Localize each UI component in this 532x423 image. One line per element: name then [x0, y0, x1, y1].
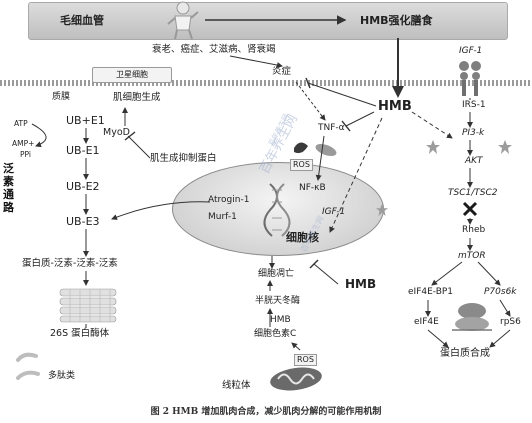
ub-e3-label: UB-E3 — [66, 215, 100, 228]
ub-e1-top-label: UB+E1 — [66, 114, 105, 127]
apoptosis-label: 细胞凋亡 — [258, 269, 295, 279]
amp-label: AMP+ — [12, 139, 35, 148]
hmb-small-label: HMB — [270, 315, 291, 325]
inflammation-label: 炎症 — [272, 66, 292, 77]
tnf-receptor-icon — [294, 142, 337, 157]
capillary-label: 毛细血管 — [60, 14, 104, 27]
tsc-label: TSC1/TSC2 — [448, 188, 498, 198]
disease-list: 衰老、癌症、艾滋病、肾衰竭 — [152, 44, 276, 55]
protein-synthesis-label: 蛋白质合成 — [440, 348, 490, 359]
plasma-membrane — [0, 80, 532, 86]
ros-top-label: ROS — [290, 159, 313, 171]
irs-1-label: IRS-1 — [462, 100, 486, 110]
figure-caption: 图 2 HMB 增加肌肉合成，减少肌肉分解的可能作用机制 — [150, 407, 382, 417]
myogenesis-label: 肌细胞生成 — [113, 92, 161, 103]
rheb-label: Rheb — [462, 225, 486, 235]
atrogin-label: Atrogin-1 — [208, 195, 250, 205]
igf-receptor-icon — [459, 61, 481, 96]
mitochondria-icon — [270, 367, 322, 391]
ros-bottom-label: ROS — [294, 354, 317, 366]
ub-e1-label: UB-E1 — [66, 144, 100, 157]
ribosome-icon — [452, 303, 492, 331]
peptide-fragments-icon — [16, 352, 40, 380]
atp-label: ATP — [14, 119, 28, 128]
igf-1-nucleus-label: IGF-1 — [322, 207, 346, 217]
myostatin-label: 肌生成抑制蛋白 — [150, 153, 217, 164]
eif4e-label: eIF4E — [414, 317, 439, 327]
mitochondria-label: 线粒体 — [222, 380, 251, 391]
igf-1-label: IGF-1 — [459, 46, 483, 56]
ppi-label: PPi — [20, 150, 31, 159]
phosphate-star-icon-1 — [426, 140, 440, 154]
hmb-diet-label: HMB强化膳食 — [360, 14, 433, 27]
capillary-banner — [28, 2, 508, 40]
satellite-cell-tag: 卫星细胞 — [92, 67, 172, 83]
cytochrome-c-label: 细胞色素C — [254, 329, 297, 339]
protein-ub-conjugate-label: 蛋白质-泛素-泛素-泛素 — [22, 258, 118, 269]
membrane-label: 质膜 — [52, 92, 71, 102]
proteasome-icon — [59, 288, 117, 323]
hmb-label: HMB — [378, 99, 412, 114]
p70s6k-label: P70s6k — [484, 287, 517, 297]
akt-label: AKT — [465, 156, 483, 166]
peptides-label: 多肽类 — [48, 371, 76, 381]
ubiquitin-side-label: 泛素通路 — [3, 162, 14, 214]
nucleus-label: 细胞核 — [286, 231, 319, 244]
eif4ebp1-label: eIF4E-BP1 — [408, 287, 454, 297]
tnf-alpha-label: TNF-α — [318, 123, 345, 133]
nf-kb-label: NF-κB — [299, 183, 326, 193]
person-icon — [167, 1, 199, 40]
ub-e2-label: UB-E2 — [66, 180, 100, 193]
murf-label: Murf-1 — [208, 212, 237, 222]
phosphate-star-icon-2 — [498, 140, 512, 154]
myod-label: MyoD — [103, 127, 130, 138]
pi3k-label: PI3-k — [462, 128, 485, 138]
dna-icon — [263, 183, 291, 237]
cell-nucleus — [172, 162, 384, 256]
hmb-apoptosis-label: HMB — [345, 277, 377, 291]
mtor-label: mTOR — [458, 251, 486, 261]
proteasome-label: 26S 蛋白酶体 — [50, 328, 110, 339]
tsc-inhibited-x-icon — [462, 201, 478, 217]
phosphate-star-icon-3 — [376, 204, 388, 216]
rps6-label: rpS6 — [500, 317, 521, 327]
caspase-label: 半胱天冬酶 — [255, 296, 301, 306]
